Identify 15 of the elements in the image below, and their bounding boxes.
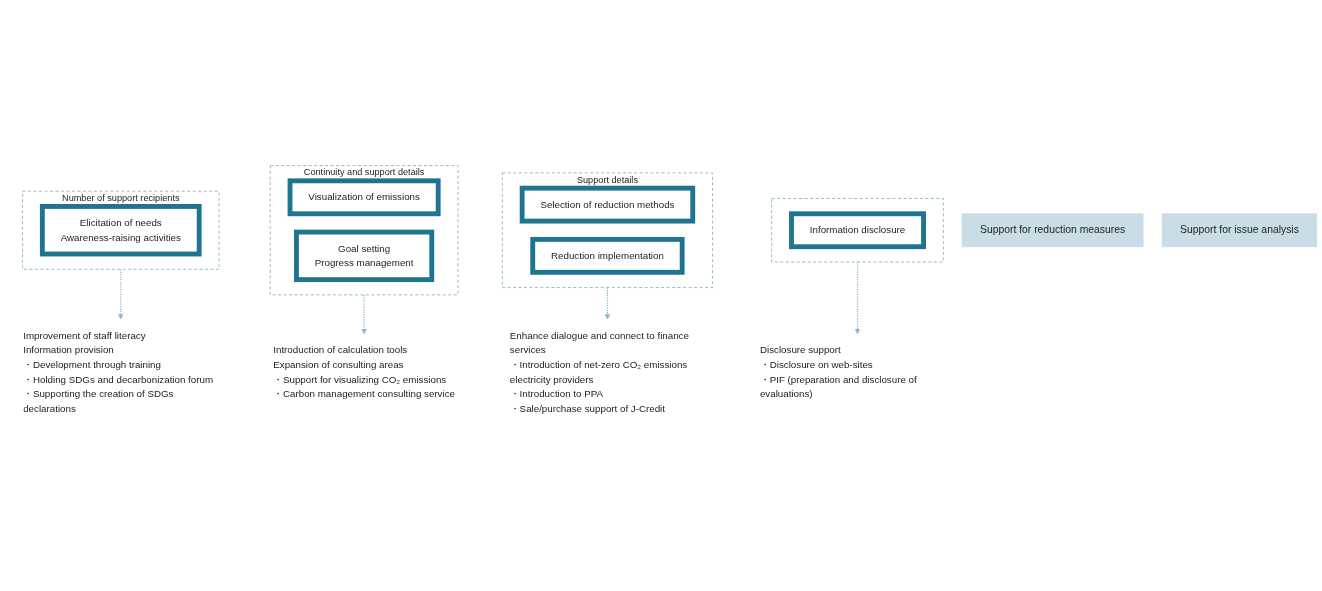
arrow: [854, 261, 861, 335]
node-box: Support for reduction measures: [961, 213, 1144, 248]
node-box: Elicitation of needs Awareness-raising activities: [39, 204, 202, 257]
node-text: Disclosure support ・Disclosure on web-sites ・PIF (preparation and disclosure of evaluations): [759, 344, 917, 400]
node-box: Information disclosure: [789, 211, 926, 250]
node-box: Reduction implementation: [530, 236, 685, 275]
node-box: Goal setting Progress management: [294, 229, 435, 283]
node-text: Improvement of staff literacy Information provision ・Development through training ・Holding SDGs and decarbonization forum ・Supporting the creation of SDGs declarations: [23, 330, 214, 414]
node-text: Enhance dialogue and connect to finance services ・Introduction of net-zero CO₂ emissions electricity providers ・Introduction to PPA ・Sale/purchase support of J-Credit: [509, 330, 689, 414]
cluster: [771, 198, 944, 263]
node-box: Support for issue analysis: [1161, 213, 1318, 248]
arrow: [361, 294, 367, 335]
node-text: Introduction of calculation tools Expansion of consulting areas ・Support for visualizing CO₂ emissions ・Carbon management consulting service: [273, 344, 455, 400]
node-box: Visualization of emissions: [287, 178, 441, 217]
node-box: Selection of reduction methods: [519, 185, 696, 224]
